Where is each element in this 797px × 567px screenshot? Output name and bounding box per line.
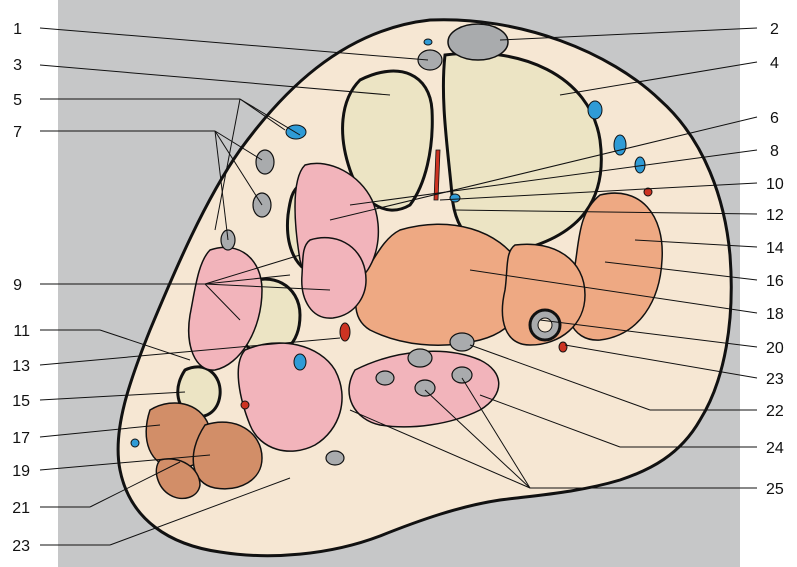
label-left-7: 15 — [12, 393, 30, 410]
artery-4 — [559, 342, 567, 352]
vein-4 — [286, 125, 306, 139]
label-left-1: 3 — [13, 57, 22, 74]
tendon-bottom-2 — [450, 333, 474, 351]
vein-6 — [131, 439, 139, 447]
tendon-bottom-3 — [452, 367, 472, 383]
label-right-12: 24 — [766, 440, 784, 457]
tendon-bottom-1 — [408, 349, 432, 367]
label-right-3: 8 — [770, 143, 779, 160]
label-left-4: 9 — [13, 277, 22, 294]
label-right-5: 12 — [766, 207, 784, 224]
label-left-3: 7 — [13, 124, 22, 141]
vein-2 — [614, 135, 626, 155]
label-left-6: 13 — [12, 358, 30, 375]
label-right-8: 18 — [766, 306, 784, 323]
label-right-10: 23 — [766, 371, 784, 388]
vein-7 — [424, 39, 432, 45]
tendon-bottom-6 — [326, 451, 344, 465]
vein-8 — [450, 194, 460, 202]
label-right-6: 14 — [766, 240, 784, 257]
label-left-11: 23 — [12, 538, 30, 555]
artery-2 — [340, 323, 350, 341]
vein-1 — [588, 101, 602, 119]
tendon-left-1 — [256, 150, 274, 174]
tendon-bottom-5 — [376, 371, 394, 385]
tendon-top — [448, 24, 508, 60]
tendon-bottom-4 — [415, 380, 435, 396]
labels-left: 1 3 5 7 9 11 13 15 17 19 21 23 — [12, 21, 30, 555]
label-left-10: 21 — [12, 500, 30, 517]
label-left-5: 11 — [13, 323, 30, 340]
label-right-4: 10 — [766, 176, 784, 193]
labels-right: 2 4 6 8 10 12 14 16 18 20 23 22 24 25 — [766, 21, 784, 498]
label-right-7: 16 — [766, 273, 784, 290]
label-right-11: 22 — [766, 403, 784, 420]
label-left-8: 17 — [12, 430, 30, 447]
label-right-9: 20 — [766, 340, 784, 357]
label-right-0: 2 — [770, 21, 779, 38]
label-right-13: 25 — [766, 481, 784, 498]
vein-5 — [294, 354, 306, 370]
label-left-0: 1 — [13, 21, 22, 38]
label-left-2: 5 — [13, 92, 22, 109]
label-left-9: 19 — [12, 463, 30, 480]
tendon-small-top — [418, 50, 442, 70]
label-right-1: 4 — [770, 55, 779, 72]
artery-3 — [241, 401, 249, 409]
label-right-2: 6 — [770, 110, 779, 127]
